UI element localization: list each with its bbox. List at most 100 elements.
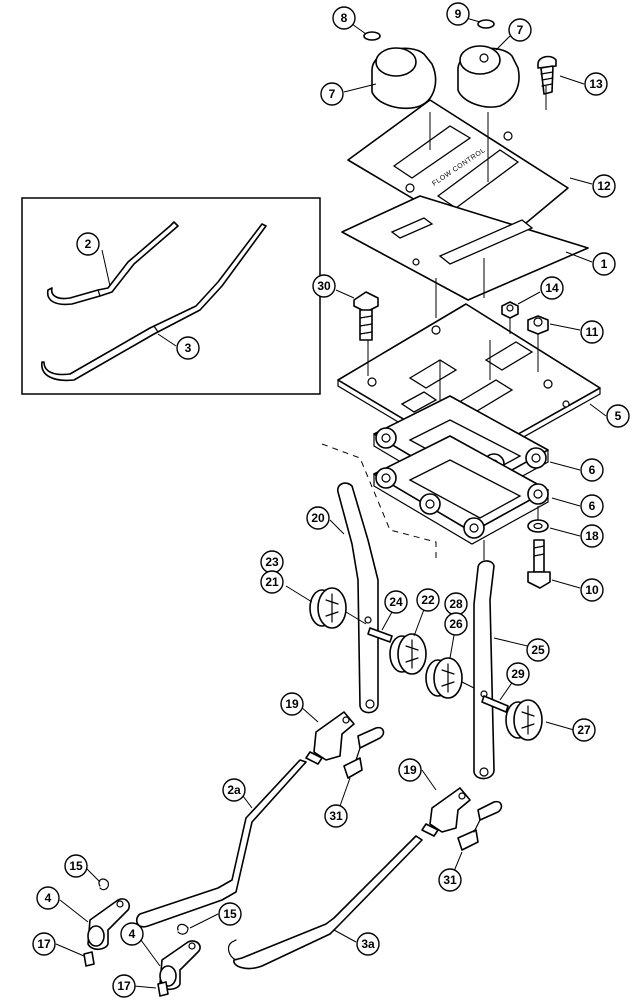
callout-15-upper: 15 — [64, 854, 88, 878]
assembly-lines — [321, 86, 547, 560]
clevis-19-upper — [305, 711, 355, 765]
svg-text:27: 27 — [577, 723, 591, 737]
button-8 — [363, 31, 381, 41]
callout-25: 25 — [526, 638, 550, 662]
pin-24 — [367, 627, 393, 643]
plate-12: FLOW CONTROL — [347, 99, 569, 249]
svg-text:24: 24 — [389, 595, 403, 609]
svg-text:29: 29 — [511, 667, 525, 681]
wheel-21 — [309, 587, 367, 629]
callout-1: 1 — [592, 252, 616, 276]
pin-29 — [481, 695, 509, 713]
callout-12: 12 — [592, 174, 616, 198]
frame-6-lower — [373, 435, 549, 545]
svg-text:21: 21 — [265, 575, 279, 589]
callout-31-upper: 31 — [324, 804, 348, 828]
svg-text:19: 19 — [403, 763, 417, 777]
callout-29: 29 — [506, 662, 530, 686]
callout-10: 10 — [580, 578, 604, 602]
callout-18: 18 — [580, 524, 604, 548]
svg-text:9: 9 — [455, 7, 462, 21]
callout-15-lower: 15 — [218, 902, 242, 926]
callout-31-lower: 31 — [438, 868, 462, 892]
callout-26: 26 — [444, 612, 468, 636]
svg-text:31: 31 — [329, 809, 343, 823]
callout-30: 30 — [312, 274, 336, 298]
callout-3a: 3a — [356, 932, 380, 956]
screw-13 — [537, 55, 557, 95]
svg-text:5: 5 — [615, 409, 622, 423]
callout-23: 23 — [260, 550, 284, 574]
svg-text:10: 10 — [585, 583, 599, 597]
svg-text:6: 6 — [589, 499, 596, 513]
svg-text:30: 30 — [317, 279, 331, 293]
eclip-15-upper — [98, 878, 109, 891]
callout-13: 13 — [584, 72, 608, 96]
callout-19-upper: 19 — [280, 692, 304, 716]
svg-text:8: 8 — [341, 11, 348, 25]
callout-14: 14 — [540, 276, 564, 300]
svg-text:18: 18 — [585, 529, 599, 543]
callout-7-left: 7 — [320, 82, 344, 106]
nut-11 — [527, 315, 549, 335]
wheel-22 — [389, 633, 427, 675]
svg-text:31: 31 — [443, 873, 457, 887]
svg-text:15: 15 — [223, 907, 237, 921]
wheel-27 — [505, 699, 543, 741]
knob-right — [457, 45, 520, 108]
bolt-10 — [527, 539, 551, 589]
nut-14 — [501, 301, 519, 319]
svg-text:25: 25 — [531, 643, 545, 657]
svg-text:7: 7 — [329, 87, 336, 101]
callout-2a: 2a — [222, 778, 246, 802]
callout-4-upper: 4 — [36, 886, 60, 910]
pin-17-lower — [157, 981, 169, 997]
inset-alternate-rods — [21, 197, 321, 395]
svg-text:3: 3 — [185, 341, 192, 355]
arm-4-upper — [87, 898, 131, 951]
svg-text:1: 1 — [601, 257, 608, 271]
callout-17-upper: 17 — [32, 932, 56, 956]
callout-28: 28 — [444, 592, 468, 616]
rod-3-inset — [41, 223, 267, 382]
base-plate-5 — [337, 303, 601, 467]
callout-17-lower: 17 — [112, 974, 136, 998]
svg-text:2: 2 — [85, 237, 92, 251]
callout-6-upper: 6 — [580, 458, 604, 482]
wheel-26 — [425, 657, 475, 699]
rod-2a — [135, 759, 307, 928]
washer-18 — [527, 519, 549, 533]
callout-11: 11 — [580, 320, 604, 344]
callout-6-lower: 6 — [580, 494, 604, 518]
callout-2-inset: 2 — [76, 232, 100, 256]
bolt-30 — [353, 291, 379, 341]
svg-text:4: 4 — [129, 927, 136, 941]
svg-text:7: 7 — [517, 23, 524, 37]
svg-text:22: 22 — [421, 593, 435, 607]
clip-31-lower — [457, 800, 503, 851]
svg-text:12: 12 — [597, 179, 611, 193]
svg-text:11: 11 — [586, 325, 599, 339]
callout-8: 8 — [332, 6, 356, 30]
callout-5: 5 — [606, 404, 630, 428]
rod-3a — [227, 835, 423, 970]
svg-text:6: 6 — [589, 463, 596, 477]
pin-17-upper — [83, 951, 95, 967]
svg-text:4: 4 — [45, 891, 52, 905]
eclip-15-lower — [177, 923, 189, 935]
knob-left — [371, 47, 437, 110]
rod-2-inset — [46, 221, 179, 306]
callout-20: 20 — [306, 506, 330, 530]
svg-text:17: 17 — [37, 937, 51, 951]
callout-4-lower: 4 — [120, 922, 144, 946]
callout-19-lower: 19 — [398, 758, 422, 782]
svg-text:14: 14 — [545, 281, 559, 295]
svg-text:26: 26 — [449, 617, 463, 631]
svg-text:28: 28 — [449, 597, 463, 611]
lever-25 — [473, 560, 495, 780]
svg-text:3a: 3a — [361, 937, 375, 951]
lever-20 — [336, 482, 379, 714]
callout-21: 21 — [260, 570, 284, 594]
svg-text:15: 15 — [69, 859, 83, 873]
